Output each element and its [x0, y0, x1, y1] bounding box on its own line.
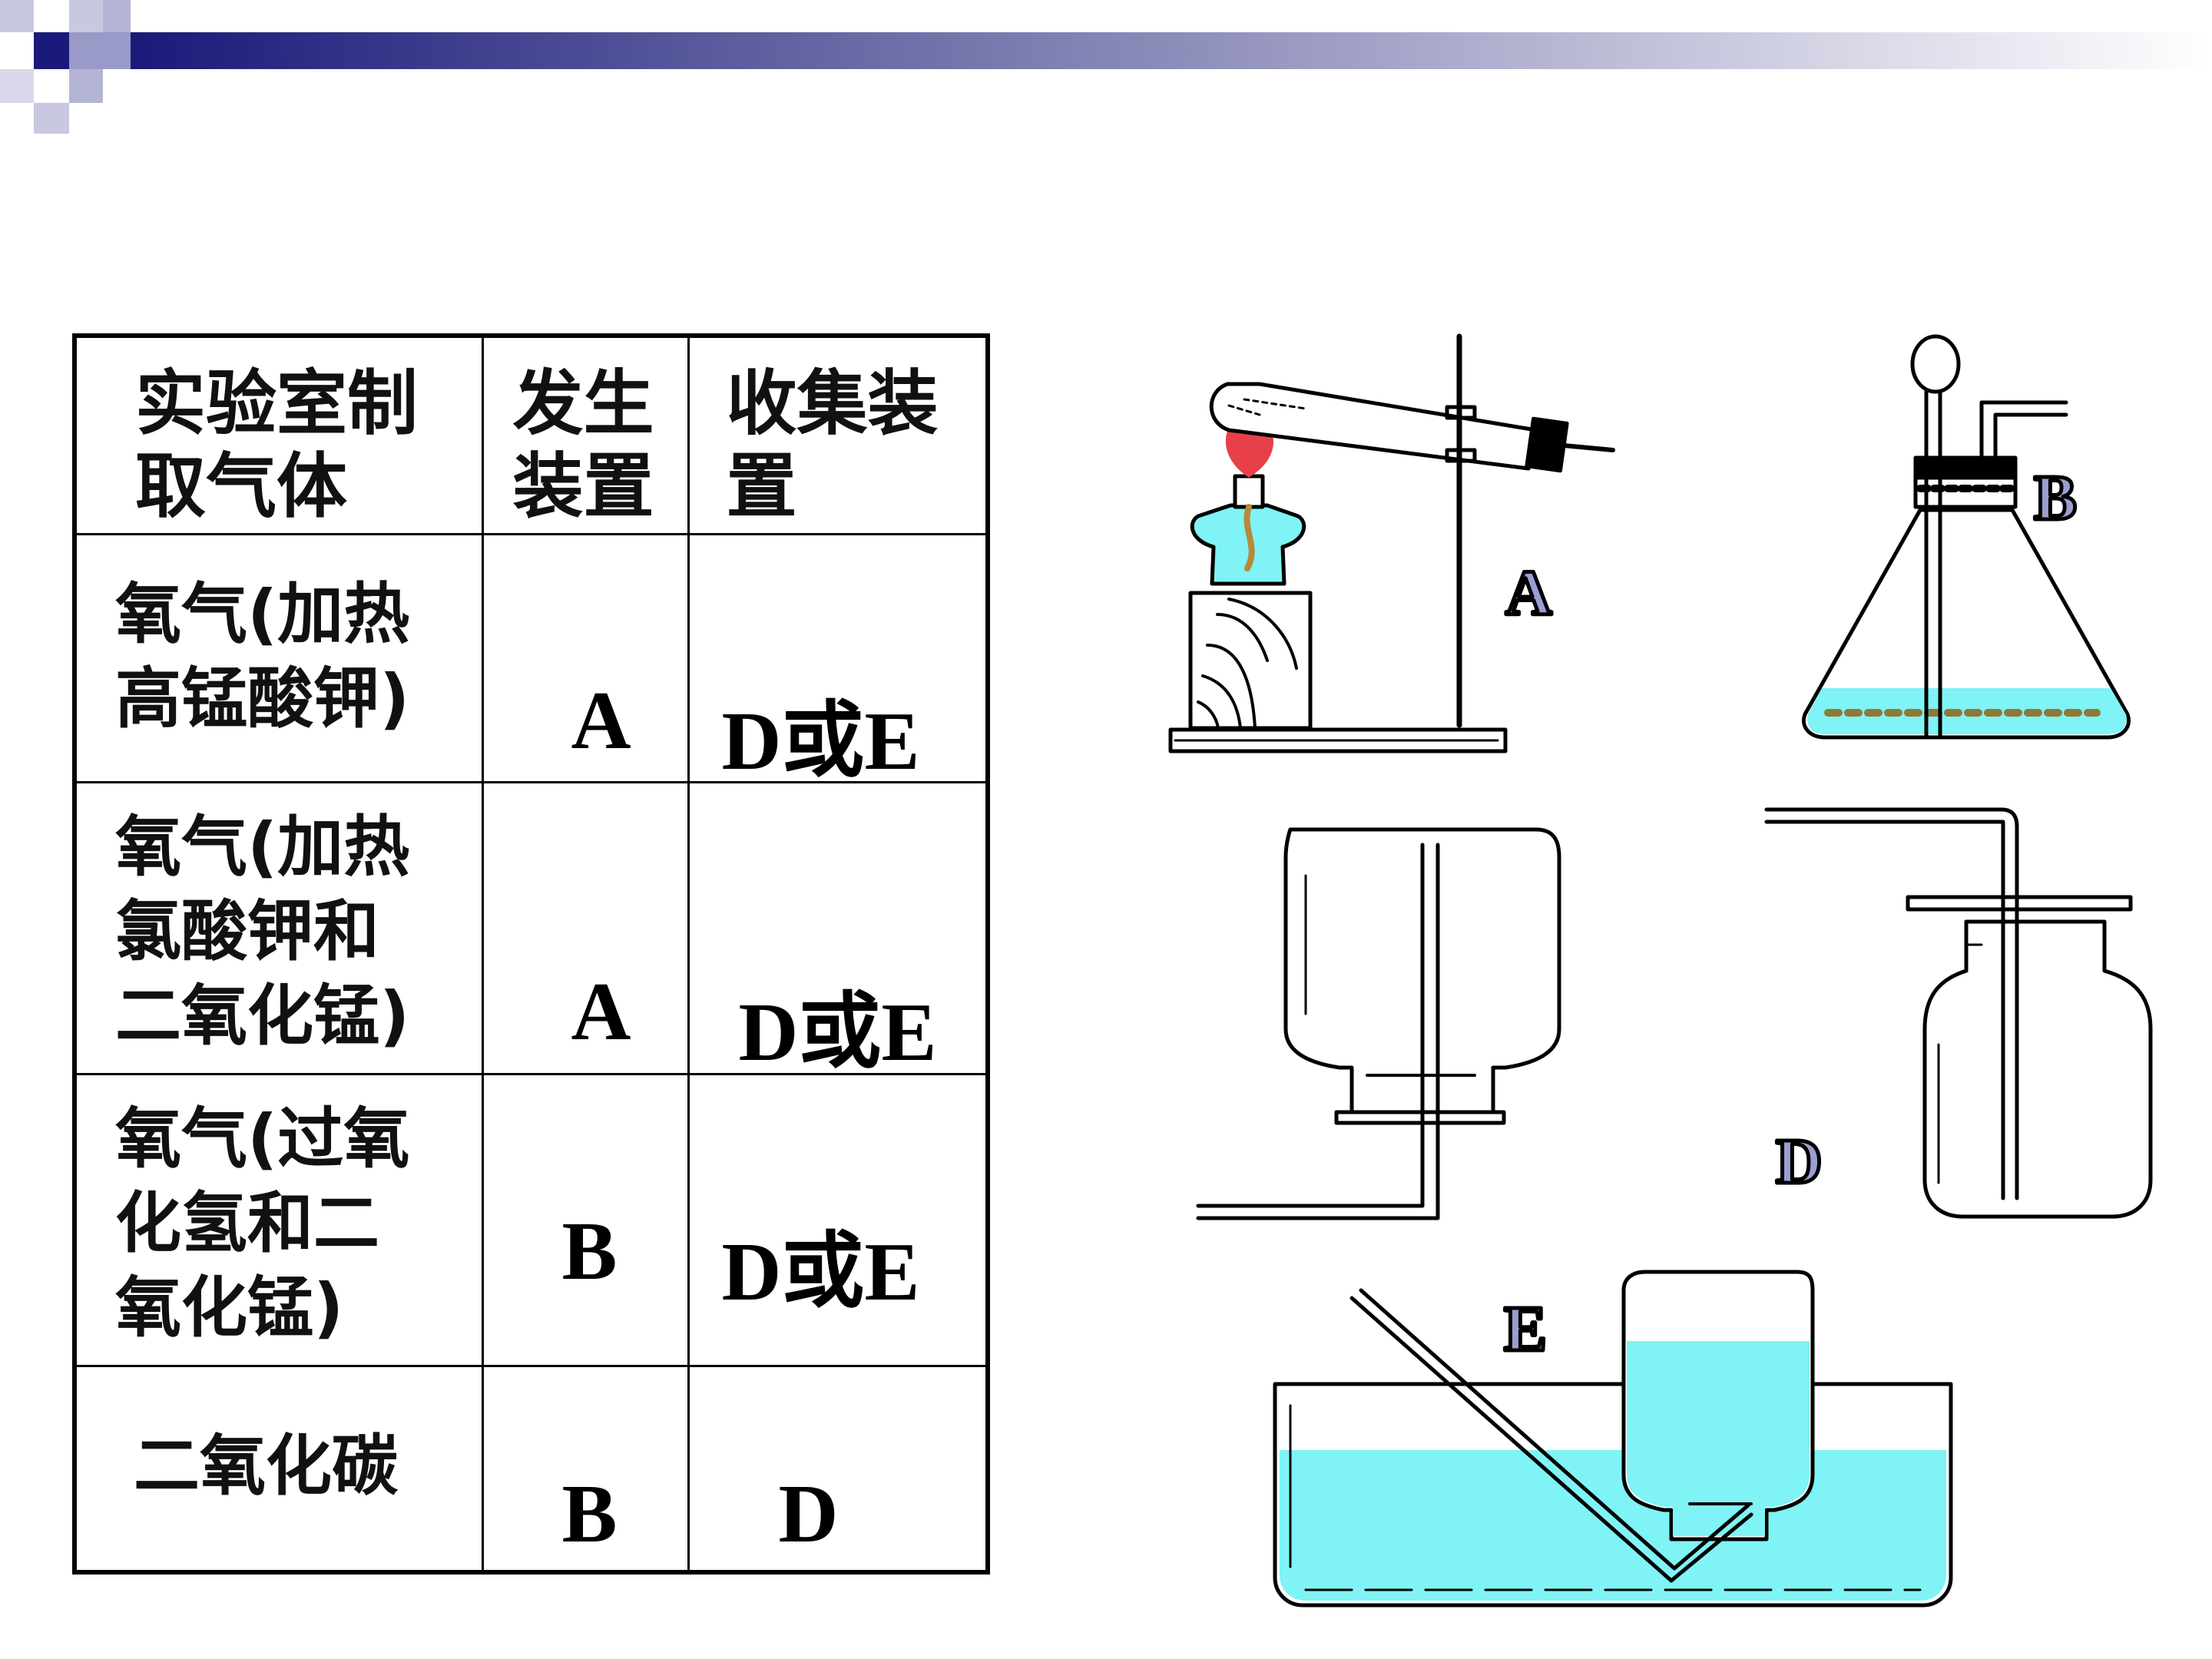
stopper: [1525, 416, 1569, 473]
header-cell-collector: 收集装 置: [687, 334, 989, 535]
collector-cell: D或E: [687, 1072, 989, 1367]
table-header-row: 实验室制 取气体 发生 装置 收集装 置: [73, 334, 989, 535]
apparatus-e-water-trough: [1273, 1270, 1953, 1608]
water-trough: [1273, 1382, 1953, 1608]
water-trough-liquid: [1280, 1450, 1946, 1601]
gas-bottle-tube: [1764, 807, 2019, 1200]
header-square-dark: [34, 32, 69, 69]
generator-value: B: [561, 1468, 618, 1560]
gas-bottle-plate: [1906, 895, 2133, 912]
generator-cell: B: [481, 1072, 690, 1367]
header-cell-gas: 实验室制 取气体: [73, 334, 484, 535]
gas-cell: 氧气(过氧 化氢和二 氧化锰): [73, 1072, 484, 1367]
generator-cell: A: [481, 780, 690, 1075]
generator-cell: A: [481, 532, 690, 783]
gas-name: 氧气(加热 高锰酸钾): [115, 575, 410, 737]
generator-value: B: [561, 1205, 618, 1297]
table-row: 氧气(过氧 化氢和二 氧化锰) B D或E: [73, 1072, 989, 1367]
gas-cell: 氧气(加热 氯酸钾和 二氧化锰): [73, 780, 484, 1075]
table-row: 二氧化碳 B D: [73, 1364, 989, 1574]
lamp-wick-holder: [1233, 474, 1265, 509]
gas-name: 氧气(过氧 化氢和二 氧化锰): [115, 1100, 410, 1346]
table-row: 氧气(加热 高锰酸钾) A D或E: [73, 532, 989, 787]
generator-value: A: [571, 674, 631, 767]
collector-cell: D: [687, 1364, 989, 1574]
collector-cell: D或E: [687, 532, 989, 787]
gas-preparation-table: 实验室制 取气体 发生 装置 收集装 置 氧气(加热 高锰酸钾) A D或E 氧…: [72, 333, 990, 1575]
header-square-light: [69, 0, 103, 32]
table-row: 氧气(加热 氯酸钾和 二氧化锰) A D或E: [73, 780, 989, 1078]
header-collector-label: 收集装 置: [726, 363, 939, 528]
header-gradient-bar: [0, 0, 2212, 134]
collector-value: D或E: [738, 986, 937, 1078]
apparatus-a-heating-setup: [1168, 333, 1615, 753]
gas-cell: 二氧化碳: [73, 1364, 484, 1574]
flask-body: [1802, 508, 2131, 740]
apparatus-label-b: B: [2034, 462, 2077, 534]
generator-cell: B: [481, 1364, 690, 1574]
inverted-bottle-tube: [1196, 843, 1440, 1220]
gas-name: 氧气(加热 氯酸钾和 二氧化锰): [115, 808, 410, 1055]
delivery-tube: [1349, 1288, 1753, 1583]
apparatus-label-a: A: [1505, 558, 1552, 629]
collector-value: D或E: [721, 695, 920, 787]
apparatus-d-gas-bottle: [1764, 807, 2153, 1219]
gas-bottle: [1922, 919, 2153, 1219]
gas-name: 二氧化碳: [134, 1427, 398, 1505]
generator-value: A: [571, 965, 631, 1058]
header-generator-label: 发生 装置: [512, 363, 654, 528]
header-gas-label: 实验室制 取气体: [135, 363, 419, 528]
header-cell-generator: 发生 装置: [481, 334, 690, 535]
collector-cell: D或E: [687, 780, 989, 1078]
apparatus-b-conical-flask: [1802, 334, 2131, 740]
apparatus-c-inverted-bottle: [1196, 827, 1561, 1220]
gas-cell: 氧气(加热 高锰酸钾): [73, 532, 484, 783]
apparatus-label-e: E: [1504, 1293, 1547, 1365]
funnel-bulb: [1910, 334, 1961, 394]
collector-value: D: [778, 1468, 839, 1560]
apparatus-label-d: D: [1776, 1126, 1823, 1197]
collector-value: D或E: [721, 1226, 920, 1318]
